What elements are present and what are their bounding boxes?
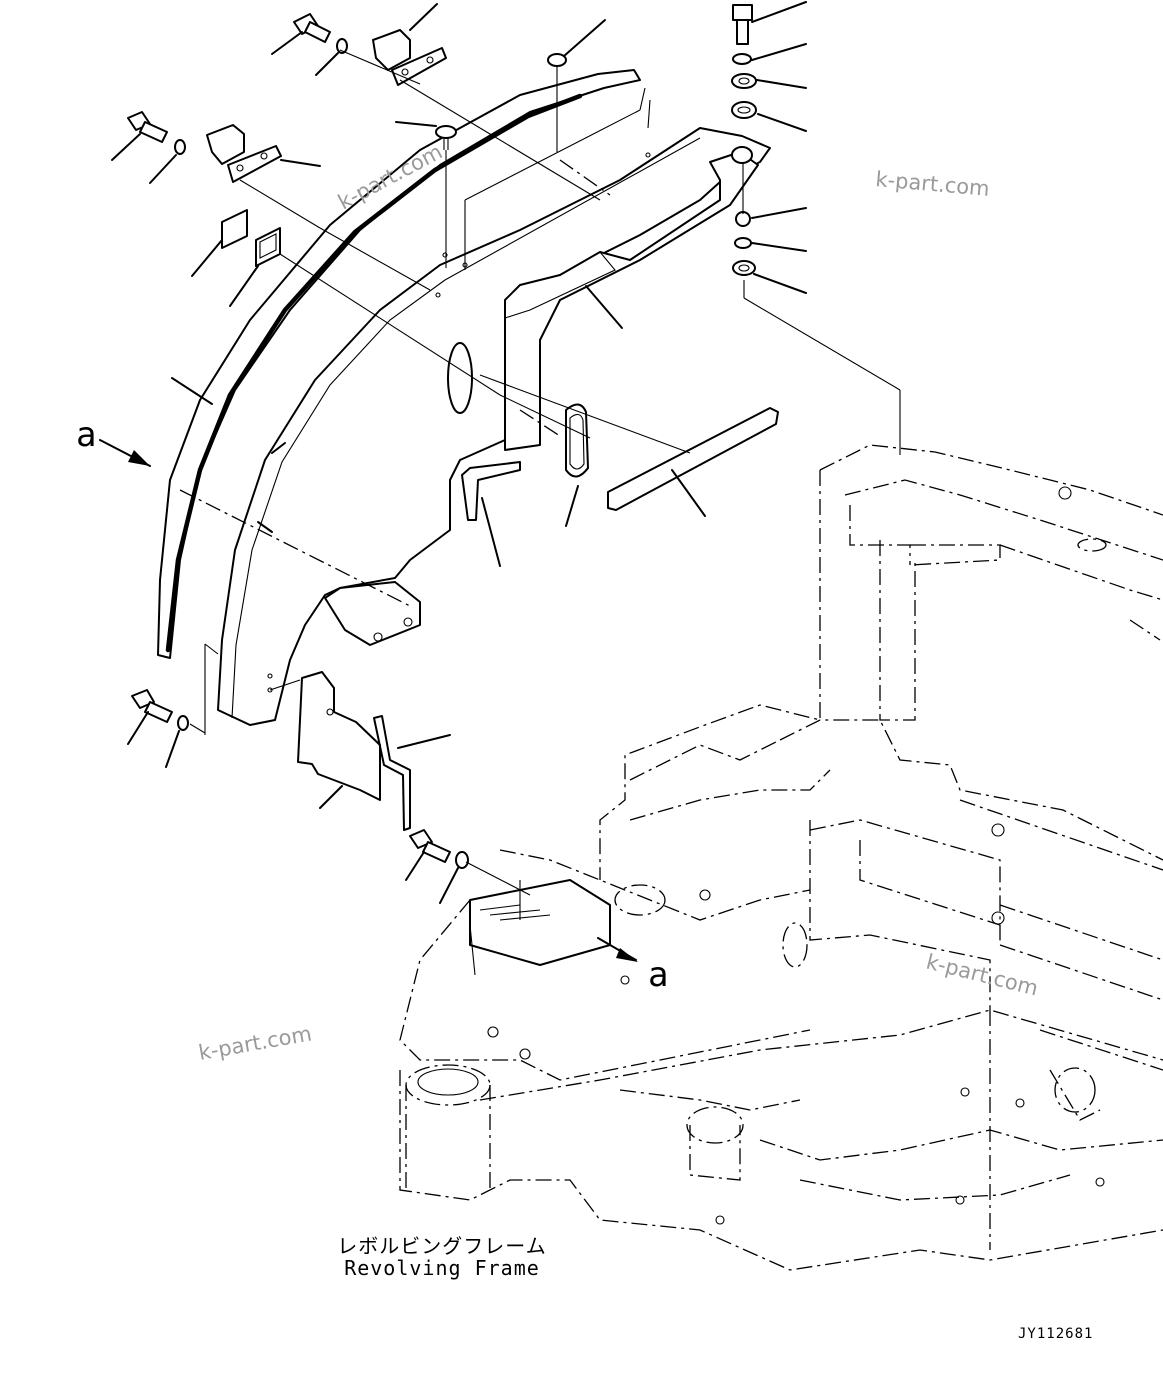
bolt-lower-left [127,689,189,768]
washer-left [149,139,186,184]
view-arrow-a-end: a [597,937,668,995]
bolt-left [111,111,168,161]
washer-right-2 [731,73,807,89]
view-label-a-end: a [648,955,668,995]
support-rod [373,715,451,831]
seal-bar-curved [461,461,521,567]
view-arrow-a-start: a [76,415,151,467]
watermark-3: k-part.com [197,1021,314,1064]
curved-cover-panel [217,127,771,726]
revolving-frame-outline [399,444,1163,1271]
watermarks: k-part.com k-part.com k-part.com k-part.… [197,140,1041,1065]
clip-pin [395,121,457,268]
hinge-bracket-upper [372,3,447,86]
bolt-right-stack [732,1,807,45]
seal-bar-straight [607,407,779,517]
frame-caption-japanese: レボルビングフレーム [337,1234,547,1258]
view-label-a-start: a [76,415,96,455]
bolt-lower-middle [405,829,469,904]
watermark-4: k-part.com [924,950,1041,1001]
assembly-lines [179,49,901,896]
grommet-oval [565,403,589,527]
seal-strip-curved [157,69,641,659]
frame-caption-english: Revolving Frame [344,1256,540,1280]
bolt-upper-left [271,13,331,55]
pads-left [191,209,281,307]
drawing-code: JY112681 [1018,1326,1094,1342]
washer-upper-left [315,38,348,76]
watermark-2: k-part.com [875,167,991,201]
lower-cover-plate [297,671,381,809]
hinge-bracket-lower [206,124,321,183]
washer-right-1 [732,43,807,65]
lever-bracket [469,879,611,976]
bushing-right [732,162,807,294]
plug-top [547,19,606,152]
washer-right-3 [731,101,807,132]
